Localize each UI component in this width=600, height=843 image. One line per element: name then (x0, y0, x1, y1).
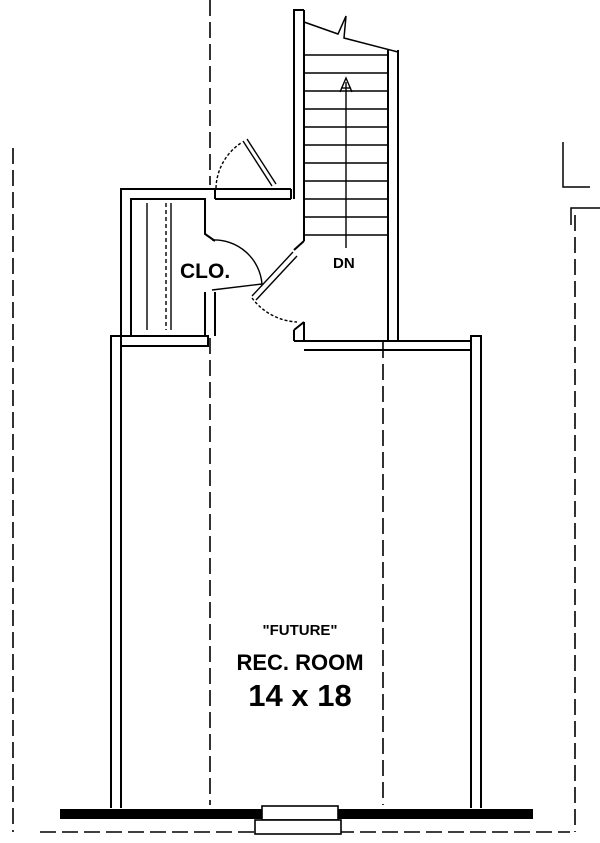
arrow-up-icon (339, 76, 353, 248)
closet-door (211, 239, 263, 291)
room-name-label: REC. ROOM (236, 650, 364, 675)
roof-dashed-lines (12, 0, 576, 833)
closet-walls (120, 188, 292, 336)
closet-label: CLO. (180, 260, 231, 283)
corner-marks (562, 142, 600, 225)
stair-direction-label: DN (333, 255, 355, 272)
stair-door (251, 251, 298, 323)
room-size-label: 14 x 18 (248, 678, 352, 713)
break-line-icon (303, 15, 399, 53)
stair-walls (293, 9, 399, 341)
closet-shelf (146, 203, 172, 330)
room-status-label: "FUTURE" (262, 622, 338, 639)
hall-door (215, 138, 277, 189)
exterior-wall (60, 805, 533, 835)
rec-room-walls (110, 335, 482, 808)
